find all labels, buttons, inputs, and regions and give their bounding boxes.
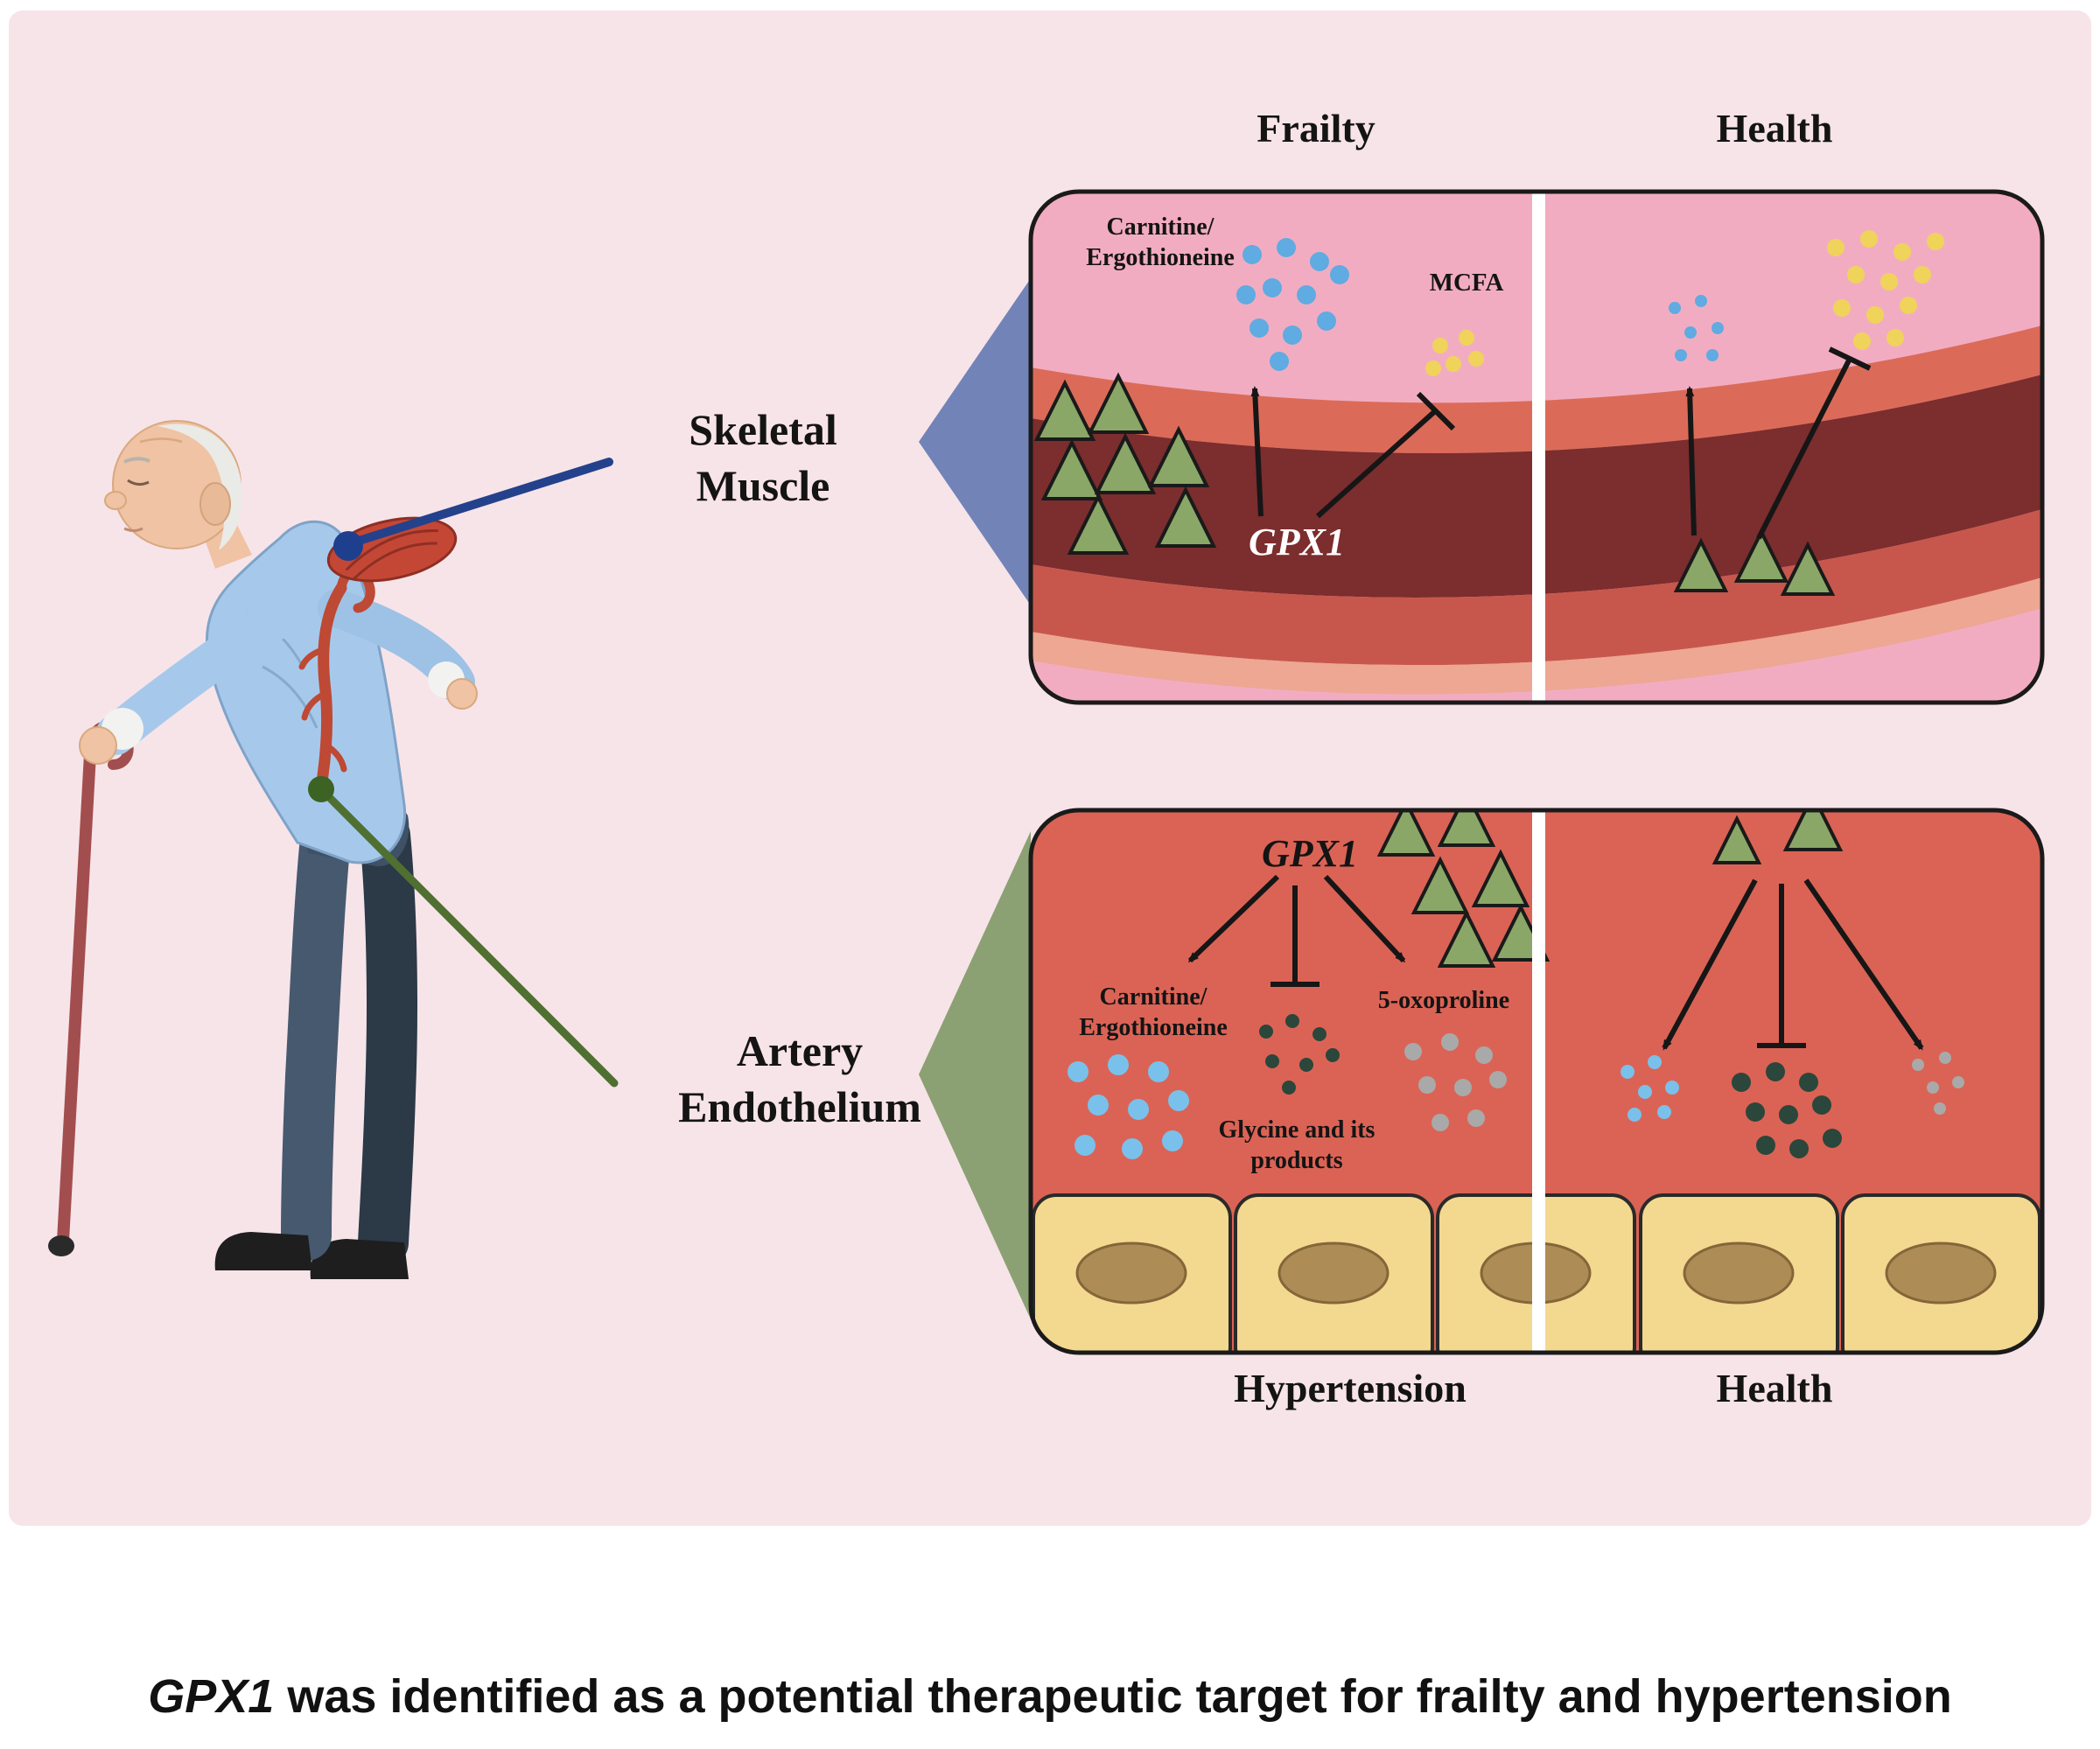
artery-marker-dot bbox=[308, 776, 334, 802]
inhibit-tbar-health bbox=[1828, 346, 1872, 371]
arrow-triangles-to-carnitine-health-b bbox=[1662, 878, 1758, 1051]
frailty-header: Frailty bbox=[1256, 106, 1375, 150]
artery-endothelium-panel: GPX1 Carnitine/ Ergothioneine 5-oxoproli… bbox=[1031, 810, 2042, 1353]
glycine-dot-cluster-health-b bbox=[1732, 1062, 1842, 1158]
arrow-gpx1-to-oxoproline-htn bbox=[1323, 874, 1406, 963]
mcfa-label: MCFA bbox=[1430, 269, 1504, 297]
oxoproline-label: 5-oxoproline bbox=[1378, 987, 1509, 1014]
front-shoe bbox=[214, 1232, 312, 1270]
skeletal-muscle-label-line2: Muscle bbox=[696, 461, 830, 510]
sweater-fold bbox=[262, 665, 318, 729]
caption-gene-name: GPX1 bbox=[148, 1670, 275, 1723]
bottom-panel-border bbox=[1028, 808, 2045, 1355]
white-hair bbox=[158, 423, 242, 550]
cell-nuclei bbox=[1075, 1242, 1997, 1305]
arrow-triangles-to-carnitine-health bbox=[1685, 386, 1697, 536]
muscle-band-salmon bbox=[1031, 325, 2042, 453]
carnitine-dot-cluster-health-b bbox=[1620, 1055, 1679, 1122]
ear bbox=[200, 482, 231, 526]
carnitine-dot-cluster-htn bbox=[1068, 1054, 1189, 1159]
arrow-triangles-to-oxoproline-health-b bbox=[1803, 878, 1924, 1051]
muscle-band-red bbox=[1031, 509, 2042, 666]
skeletal-muscle-marker-dot bbox=[333, 531, 363, 561]
gpx1-label-muscle: GPX1 bbox=[1249, 521, 1345, 563]
artery-pointer-line bbox=[319, 787, 619, 1088]
elderly-man bbox=[48, 420, 478, 1279]
health-header-bottom: Health bbox=[1717, 1366, 1833, 1410]
oxoproline-dot-cluster-health-b bbox=[1912, 1052, 1964, 1115]
caption-text: was identified as a potential therapeuti… bbox=[274, 1670, 1952, 1723]
closed-eye bbox=[127, 479, 150, 486]
gpx1-triangles-hypertension bbox=[1376, 810, 1550, 968]
forehead-wrinkle bbox=[139, 437, 183, 444]
muscle-band-pale bbox=[1031, 577, 2042, 695]
carnitine-label-top-line2: Ergothioneine bbox=[1086, 244, 1235, 271]
glycine-label-line2: products bbox=[1250, 1147, 1342, 1174]
inhibit-triangles-to-mcfa-health bbox=[1756, 357, 1852, 540]
skeletal-muscle-label-line1: Skeletal bbox=[689, 405, 837, 454]
health-header-top: Health bbox=[1717, 106, 1833, 150]
artery-endothelium-label-line2: Endothelium bbox=[678, 1082, 921, 1131]
arrow-gpx1-to-carnitine-htn bbox=[1187, 874, 1280, 963]
carnitine-label-top-line1: Carnitine/ bbox=[1107, 213, 1215, 241]
carnitine-dot-cluster-frailty bbox=[1236, 238, 1349, 371]
back-leg bbox=[358, 810, 417, 1268]
far-hand bbox=[446, 678, 478, 710]
top-panel-divider bbox=[1532, 192, 1545, 703]
glycine-label-line1: Glycine and its bbox=[1219, 1116, 1376, 1144]
inhibit-tbar-frailty bbox=[1416, 391, 1456, 431]
nose bbox=[104, 491, 127, 510]
glycine-dot-cluster-htn bbox=[1259, 1014, 1340, 1095]
front-leg bbox=[281, 813, 351, 1261]
oxoproline-dot-cluster-htn bbox=[1404, 1033, 1507, 1131]
gpx1-triangles-health-top bbox=[1673, 528, 1836, 596]
front-hand bbox=[79, 726, 117, 765]
arrow-gpx1-to-carnitine-frailty bbox=[1250, 386, 1264, 517]
gpx1-triangles-frailty bbox=[1033, 372, 1217, 555]
skeletal-muscle-pointer-line bbox=[349, 458, 613, 547]
skeletal-muscle-panel: Carnitine/ Ergothioneine MCFA GPX1 bbox=[1031, 192, 2042, 703]
zoom-wedge-muscle bbox=[919, 278, 1031, 605]
carnitine-label-bottom-line1: Carnitine/ bbox=[1100, 983, 1208, 1011]
cane-tip bbox=[48, 1235, 74, 1256]
mouth bbox=[123, 527, 144, 532]
eyebrow bbox=[123, 457, 150, 464]
carnitine-label-bottom-line2: Ergothioneine bbox=[1079, 1014, 1228, 1041]
mcfa-dot-cluster-health bbox=[1827, 230, 1944, 350]
mcfa-dot-cluster-frailty bbox=[1425, 330, 1484, 376]
inhibit-gpx1-to-mcfa-frailty bbox=[1315, 409, 1438, 519]
gpx1-triangles-health-bottom bbox=[1712, 810, 1844, 864]
gpx1-label-artery: GPX1 bbox=[1262, 832, 1358, 875]
back-shoe bbox=[310, 1239, 409, 1279]
carnitine-dot-cluster-health bbox=[1669, 295, 1724, 361]
shoulder-muscle-patch bbox=[326, 516, 458, 583]
bottom-panel-divider bbox=[1532, 810, 1545, 1353]
hypertension-header: Hypertension bbox=[1234, 1366, 1466, 1410]
top-panel-border bbox=[1028, 189, 2045, 705]
artery-endothelium-label-line1: Artery bbox=[737, 1026, 863, 1075]
zoom-wedge-artery bbox=[919, 831, 1031, 1319]
figure-caption: GPX1 was identified as a potential thera… bbox=[0, 1669, 2100, 1724]
